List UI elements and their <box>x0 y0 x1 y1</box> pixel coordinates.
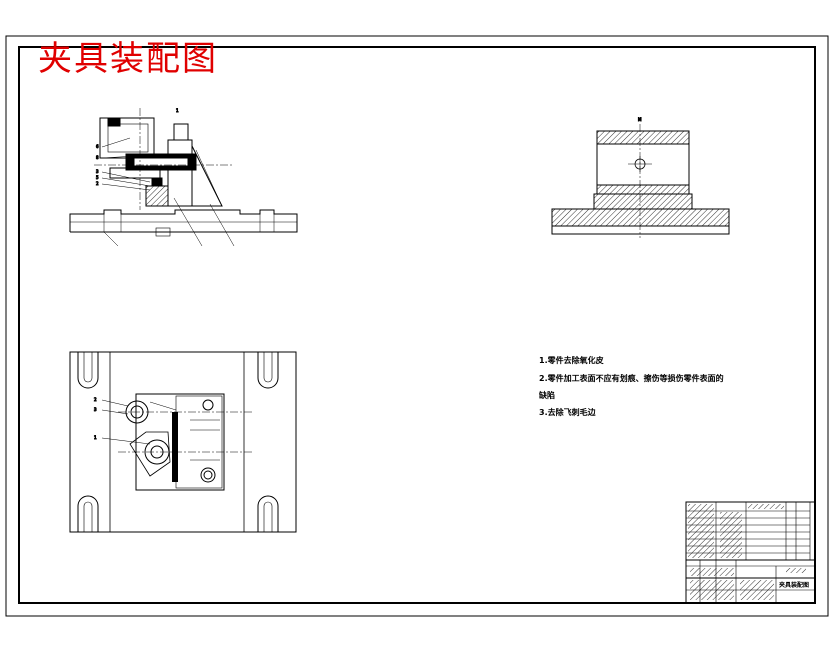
note-2: 2.零件加工表面不应有划痕、擦伤等损伤零件表面的 <box>539 374 724 383</box>
svg-text:6: 6 <box>96 144 99 149</box>
note-3: 3.去除飞刺毛边 <box>539 408 596 417</box>
svg-text:2: 2 <box>94 397 97 402</box>
svg-text:8: 8 <box>96 155 99 160</box>
svg-text:M: M <box>638 117 642 122</box>
top-view: 2 3 1 <box>69 351 297 533</box>
front-view: 6 8 3 5 2 1 <box>69 108 298 247</box>
drawing-title: 夹具装配图 <box>38 39 218 79</box>
svg-text:2: 2 <box>96 181 99 186</box>
title-block <box>685 501 816 604</box>
svg-text:1: 1 <box>176 108 179 113</box>
title-block-drawing-name: 夹具装配图 <box>779 582 810 589</box>
svg-text:3: 3 <box>94 407 97 412</box>
inner-frame <box>18 46 816 604</box>
svg-text:3: 3 <box>96 169 99 174</box>
outer-frame <box>5 35 829 617</box>
svg-text:5: 5 <box>96 175 99 180</box>
side-view: M <box>551 117 730 238</box>
note-2-continued: 缺陷 <box>539 391 555 400</box>
svg-text:1: 1 <box>94 435 97 440</box>
note-1: 1.零件去除氧化皮 <box>539 356 604 365</box>
